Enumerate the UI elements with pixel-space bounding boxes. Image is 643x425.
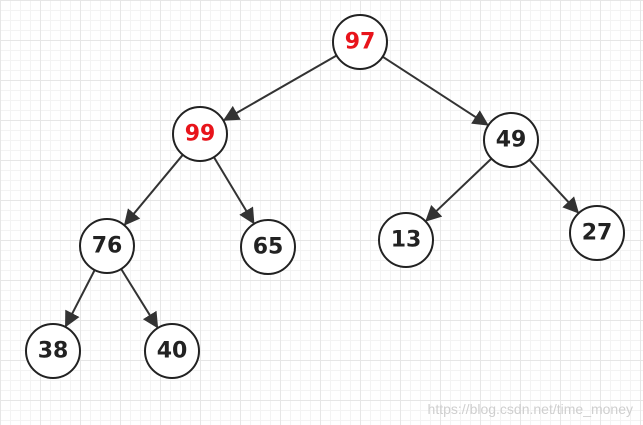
node-label: 40 — [157, 339, 188, 364]
edge-76-to-40 — [120, 268, 159, 329]
node-label: 65 — [253, 235, 284, 260]
watermark: https://blog.csdn.net/time_money — [427, 401, 633, 417]
node-circle — [144, 323, 200, 379]
node-circle — [332, 14, 388, 70]
node-circle — [172, 106, 228, 162]
node-circle — [79, 218, 135, 274]
edge-99-to-76 — [123, 154, 184, 226]
edge-97-to-99 — [222, 54, 338, 121]
node-label: 97 — [345, 30, 376, 55]
edge-49-to-13 — [425, 157, 493, 222]
tree-node-97: 97 — [332, 14, 388, 70]
tree-node-65: 65 — [240, 219, 296, 275]
tree-node-99: 99 — [172, 106, 228, 162]
node-label: 13 — [391, 228, 422, 253]
tree-node-40: 40 — [144, 323, 200, 379]
edge-76-to-38 — [64, 269, 96, 328]
edge-49-to-27 — [528, 159, 580, 214]
tree-node-38: 38 — [25, 323, 81, 379]
node-label: 99 — [185, 122, 216, 147]
tree-node-27: 27 — [569, 205, 625, 261]
nodes-layer: 97 99 49 76 65 13 27 38 40 — [25, 14, 625, 379]
tree-node-49: 49 — [483, 112, 539, 168]
edge-99-to-65 — [213, 156, 255, 225]
node-circle — [569, 205, 625, 261]
tree-node-76: 76 — [79, 218, 135, 274]
node-label: 38 — [38, 339, 69, 364]
node-label: 49 — [496, 128, 527, 153]
node-circle — [25, 323, 81, 379]
node-circle — [483, 112, 539, 168]
node-label: 27 — [582, 221, 613, 246]
node-circle — [240, 219, 296, 275]
tree-node-13: 13 — [378, 212, 434, 268]
edge-97-to-49 — [382, 55, 489, 126]
edges-layer — [64, 54, 580, 329]
node-label: 76 — [92, 234, 123, 259]
node-circle — [378, 212, 434, 268]
